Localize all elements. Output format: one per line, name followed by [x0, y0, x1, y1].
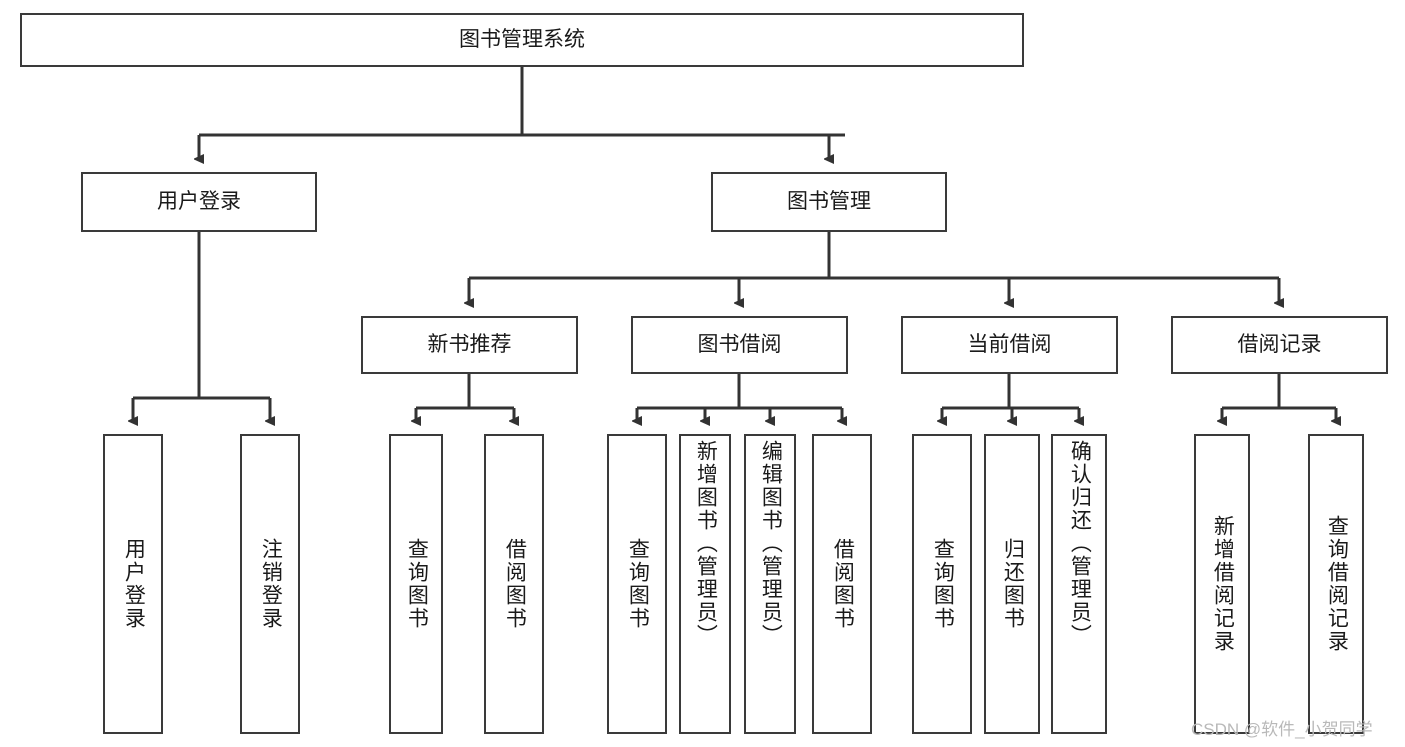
leaf-add-book-admin[interactable]: 新增图书（管理员） — [679, 434, 731, 734]
leaf-user-login[interactable]: 用户登录 — [103, 434, 163, 734]
leaf-query-book-current[interactable]: 查询图书 — [912, 434, 972, 734]
leaf-borrow-book[interactable]: 借阅图书 — [812, 434, 872, 734]
leaf-borrow-book-recommend[interactable]: 借阅图书 — [484, 434, 544, 734]
leaf-edit-book-admin[interactable]: 编辑图书（管理员） — [744, 434, 796, 734]
node-user-login[interactable]: 用户登录 — [81, 172, 317, 232]
leaf-query-book-recommend[interactable]: 查询图书 — [389, 434, 443, 734]
leaf-confirm-return-admin[interactable]: 确认归还（管理员） — [1051, 434, 1107, 734]
node-borrow-record[interactable]: 借阅记录 — [1171, 316, 1388, 374]
node-root[interactable]: 图书管理系统 — [20, 13, 1024, 67]
leaf-return-book[interactable]: 归还图书 — [984, 434, 1040, 734]
node-current-borrow[interactable]: 当前借阅 — [901, 316, 1118, 374]
leaf-logout[interactable]: 注销登录 — [240, 434, 300, 734]
leaf-add-borrow-record[interactable]: 新增借阅记录 — [1194, 434, 1250, 734]
node-book-management[interactable]: 图书管理 — [711, 172, 947, 232]
leaf-query-book-borrow[interactable]: 查询图书 — [607, 434, 667, 734]
node-book-borrow[interactable]: 图书借阅 — [631, 316, 848, 374]
leaf-query-borrow-record[interactable]: 查询借阅记录 — [1308, 434, 1364, 734]
watermark: CSDN @软件_小贺同学 — [1191, 720, 1373, 739]
node-new-book-recommend[interactable]: 新书推荐 — [361, 316, 578, 374]
